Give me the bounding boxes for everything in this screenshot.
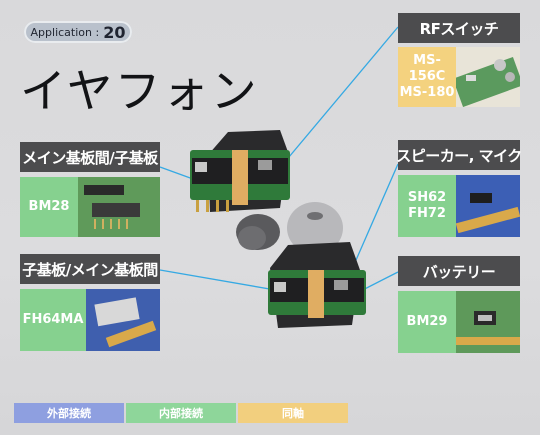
legend-external: 外部接続 (14, 403, 124, 423)
callout-line-sub-main (159, 269, 288, 293)
card-speaker-mic: SH62 FH72 (398, 175, 520, 237)
photo-speaker-mic (455, 175, 520, 237)
legend-coaxial: 同軸 (238, 403, 348, 423)
application-label: Application : (30, 25, 100, 39)
legend-coaxial-text: 同軸 (282, 407, 304, 420)
code-battery: BM29 (406, 314, 448, 329)
application-badge: Application : 20 (24, 21, 132, 43)
label-speaker-mic: スピーカー, マイク (396, 140, 522, 170)
photo-main-sub-board (78, 177, 160, 237)
code-sub-main-board: FH64MA (22, 312, 84, 327)
code-main-sub-board: BM28 (28, 199, 70, 214)
label-battery-text: バッテリー (422, 262, 496, 281)
label-rf-switch: RFスイッチ (398, 13, 520, 43)
legend-internal-text: 内部接続 (159, 407, 203, 420)
label-rf-switch-text: RFスイッチ (419, 19, 499, 38)
label-speaker-mic-text: スピーカー, マイク (396, 146, 522, 165)
label-sub-main-board: 子基板/メイン基板間 (20, 254, 160, 284)
code-speaker-mic: SH62 FH72 (407, 190, 447, 221)
code-rf-switch: MS-156C MS-180 (399, 53, 455, 100)
label-main-sub-board: メイン基板間/子基板 (20, 142, 160, 172)
earphone-illustration (190, 130, 366, 328)
photo-battery (456, 291, 520, 353)
photo-sub-main-board (86, 289, 160, 351)
label-main-sub-board-text: メイン基板間/子基板 (22, 148, 158, 167)
lower-earphone-unit (268, 202, 366, 328)
label-sub-main-board-text: 子基板/メイン基板間 (22, 260, 158, 279)
card-sub-main-board: FH64MA (20, 289, 160, 351)
upper-earphone-unit (190, 130, 290, 250)
card-battery: BM29 (398, 291, 520, 353)
legend-external-text: 外部接続 (47, 407, 91, 420)
application-number: 20 (103, 22, 126, 42)
card-main-sub-board: BM28 (20, 177, 160, 237)
photo-rf-switch (452, 47, 520, 107)
label-battery: バッテリー (398, 256, 520, 286)
page-title: イヤフォン (20, 64, 259, 118)
card-rf-switch: MS-156C MS-180 (398, 47, 520, 107)
legend-internal: 内部接続 (126, 403, 236, 423)
